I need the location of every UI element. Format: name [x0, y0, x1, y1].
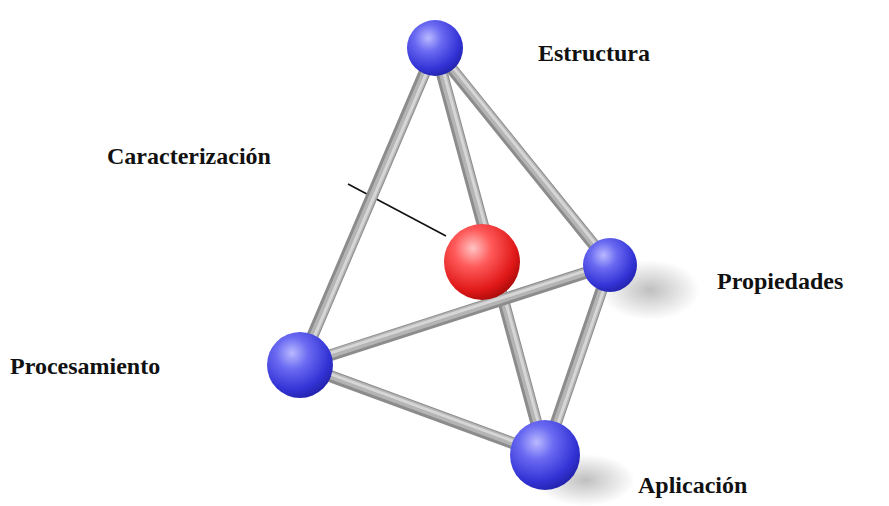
rod-stroke: [451, 66, 596, 246]
sphere-body: [510, 420, 580, 490]
sphere-body: [583, 238, 637, 292]
rod-stroke: [328, 373, 517, 442]
rod-connector: [327, 373, 516, 444]
vertex-sphere: Aplicación: [510, 420, 580, 490]
rod-connector: [450, 65, 597, 247]
rod-connector: [555, 287, 604, 427]
sphere-graphic: [583, 238, 637, 292]
sphere-graphic: [407, 20, 463, 76]
rod-stroke: [557, 287, 605, 426]
characterization-sphere: Caracterización: [444, 224, 520, 300]
rod-stroke: [328, 374, 517, 443]
rod-stroke: [450, 67, 595, 247]
concept-label: Aplicación: [638, 472, 747, 498]
sphere-graphic: [444, 224, 520, 300]
rod-stroke: [312, 70, 426, 338]
concept-label: Estructura: [538, 40, 650, 66]
vertex-sphere: Estructura: [407, 20, 463, 76]
concept-label: Procesamiento: [10, 353, 160, 379]
rod-connector: [311, 70, 427, 339]
concept-label: Caracterización: [107, 143, 271, 169]
vertex-sphere: Propiedades: [583, 238, 637, 292]
sphere-body: [267, 332, 333, 398]
rod-stroke: [452, 65, 597, 245]
vertex-sphere: Procesamiento: [267, 332, 333, 398]
sphere-graphic: [510, 420, 580, 490]
sphere-graphic: [267, 332, 333, 398]
rod-stroke: [311, 70, 425, 338]
rod-stroke: [556, 287, 604, 426]
rod-stroke: [555, 287, 603, 426]
sphere-body: [444, 224, 520, 300]
sphere-body: [407, 20, 463, 76]
concept-label: Propiedades: [717, 268, 843, 294]
rod-stroke: [313, 71, 427, 339]
rod-stroke: [327, 375, 516, 444]
